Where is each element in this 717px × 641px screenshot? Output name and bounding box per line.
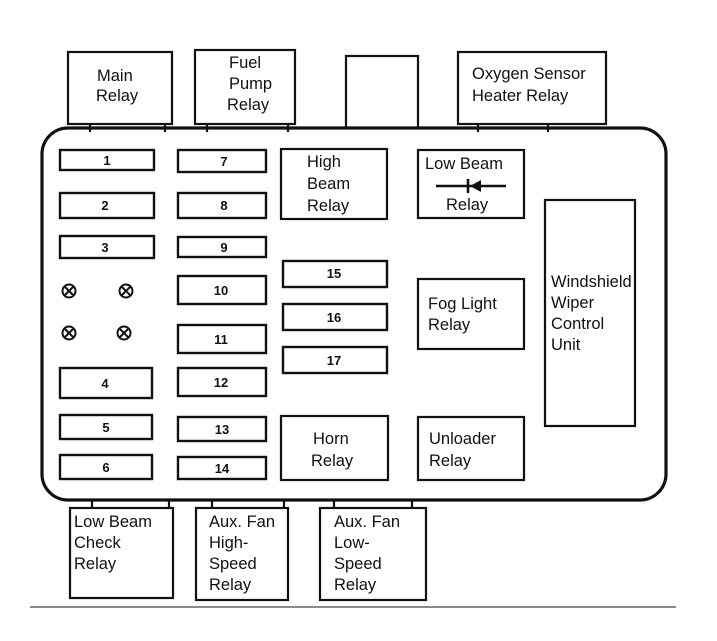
fuse-1-label: 1 — [103, 153, 110, 168]
fuse-8: 8 — [176, 191, 268, 220]
low-beam-check-relay: Low Beam Check Relay — [68, 500, 175, 600]
aux-fan-high-speed-relay-line-3: Speed — [209, 555, 257, 573]
fuse-4-label: 4 — [101, 376, 109, 391]
aux-fan-high-speed-relay-line-1: Aux. Fan — [209, 513, 275, 531]
fuse-9-label: 9 — [220, 240, 227, 255]
low-beam-check-relay-line-1: Low Beam — [74, 513, 152, 531]
aux-fan-high-speed-relay-line-2: High- — [209, 534, 248, 552]
fuse-12: 12 — [176, 366, 268, 398]
oxygen-sensor-heater-relay-line-2: Heater Relay — [472, 87, 569, 105]
main-relay-line-1: Main — [97, 67, 133, 85]
fuse-13-label: 13 — [215, 422, 229, 437]
fuse-10: 10 — [176, 274, 268, 306]
diode-icon — [436, 179, 506, 193]
aux-fan-low-speed-relay-line-3: Speed — [334, 555, 382, 573]
fuse-3-label: 3 — [101, 240, 108, 255]
screw-icon — [116, 325, 132, 341]
fuse-5: 5 — [58, 413, 154, 441]
high-beam-relay-line-1: High — [307, 153, 341, 171]
aux-fan-high-speed-relay: Aux. Fan High- Speed Relay — [194, 500, 290, 602]
fuse-10-label: 10 — [214, 283, 228, 298]
fog-light-relay: Fog Light Relay — [416, 277, 526, 351]
windshield-wiper-control-unit: Windshield Wiper Control Unit — [543, 198, 637, 428]
low-beam-check-relay-line-2: Check — [74, 534, 122, 552]
low-beam-relay-line-2: Relay — [446, 196, 489, 214]
fuel-pump-relay-line-2: Pump — [229, 75, 272, 93]
fuse-5-label: 5 — [102, 420, 109, 435]
fuse-14-label: 14 — [215, 461, 230, 476]
fuse-17-label: 17 — [327, 353, 341, 368]
fuse-2-label: 2 — [101, 198, 108, 213]
windshield-wiper-line-4: Unit — [551, 336, 581, 354]
high-beam-relay-line-3: Relay — [307, 197, 350, 215]
low-beam-relay-line-1: Low Beam — [425, 155, 503, 173]
windshield-wiper-line-1: Windshield — [551, 273, 632, 291]
low-beam-relay: Low Beam Relay — [416, 148, 526, 220]
aux-fan-high-speed-relay-line-4: Relay — [209, 576, 252, 594]
fog-light-relay-line-1: Fog Light — [428, 295, 497, 313]
horn-relay: Horn Relay — [279, 414, 390, 482]
fuse-15-label: 15 — [327, 266, 341, 281]
fuse-7: 7 — [176, 148, 268, 174]
fog-light-relay-line-2: Relay — [428, 316, 471, 334]
unloader-relay-line-2: Relay — [429, 452, 472, 470]
main-relay-line-2: Relay — [96, 87, 139, 105]
fuse-17: 17 — [281, 345, 389, 375]
fuse-7-label: 7 — [220, 154, 227, 169]
fuse-6-label: 6 — [102, 460, 109, 475]
fuse-13: 13 — [176, 415, 268, 443]
fuse-11-label: 11 — [214, 332, 228, 347]
unlabeled-top-box — [344, 54, 420, 130]
screw-icon — [118, 283, 134, 299]
fuse-3: 3 — [58, 234, 156, 260]
fuse-9: 9 — [176, 235, 268, 259]
oxygen-sensor-heater-relay: Oxygen Sensor Heater Relay — [456, 50, 608, 132]
windshield-wiper-line-2: Wiper — [551, 294, 595, 312]
screw-icon — [61, 283, 77, 299]
oxygen-sensor-heater-relay-line-1: Oxygen Sensor — [472, 65, 586, 83]
unloader-relay: Unloader Relay — [416, 415, 526, 482]
fuse-4: 4 — [58, 366, 154, 400]
windshield-wiper-line-3: Control — [551, 315, 604, 333]
unloader-relay-line-1: Unloader — [429, 430, 496, 448]
low-beam-check-relay-line-3: Relay — [74, 555, 117, 573]
screw-icon — [61, 325, 77, 341]
main-relay: Main Relay — [66, 50, 174, 132]
high-beam-relay-line-2: Beam — [307, 175, 350, 193]
fuse-11: 11 — [176, 323, 268, 355]
fuse-16-label: 16 — [327, 310, 341, 325]
fuel-pump-relay: Fuel Pump Relay — [193, 48, 297, 132]
fuse-12-label: 12 — [214, 375, 228, 390]
fuel-pump-relay-line-3: Relay — [227, 96, 270, 114]
aux-fan-low-speed-relay-line-4: Relay — [334, 576, 377, 594]
aux-fan-low-speed-relay: Aux. Fan Low- Speed Relay — [318, 500, 428, 602]
fuse-8-label: 8 — [220, 198, 227, 213]
fuse-2: 2 — [58, 191, 156, 220]
fuse-box-frame — [40, 126, 668, 502]
screw-icons — [61, 283, 134, 341]
fuse-14: 14 — [176, 455, 268, 481]
high-beam-relay: High Beam Relay — [279, 147, 389, 221]
fuse-16: 16 — [281, 302, 389, 332]
horn-relay-line-1: Horn — [313, 430, 349, 448]
horn-relay-line-2: Relay — [311, 452, 354, 470]
fuel-pump-relay-line-1: Fuel — [229, 54, 261, 72]
aux-fan-low-speed-relay-line-1: Aux. Fan — [334, 513, 400, 531]
fuse-6: 6 — [58, 453, 154, 481]
aux-fan-low-speed-relay-line-2: Low- — [334, 534, 370, 552]
fuse-15: 15 — [281, 259, 389, 289]
fuse-1: 1 — [58, 148, 156, 172]
